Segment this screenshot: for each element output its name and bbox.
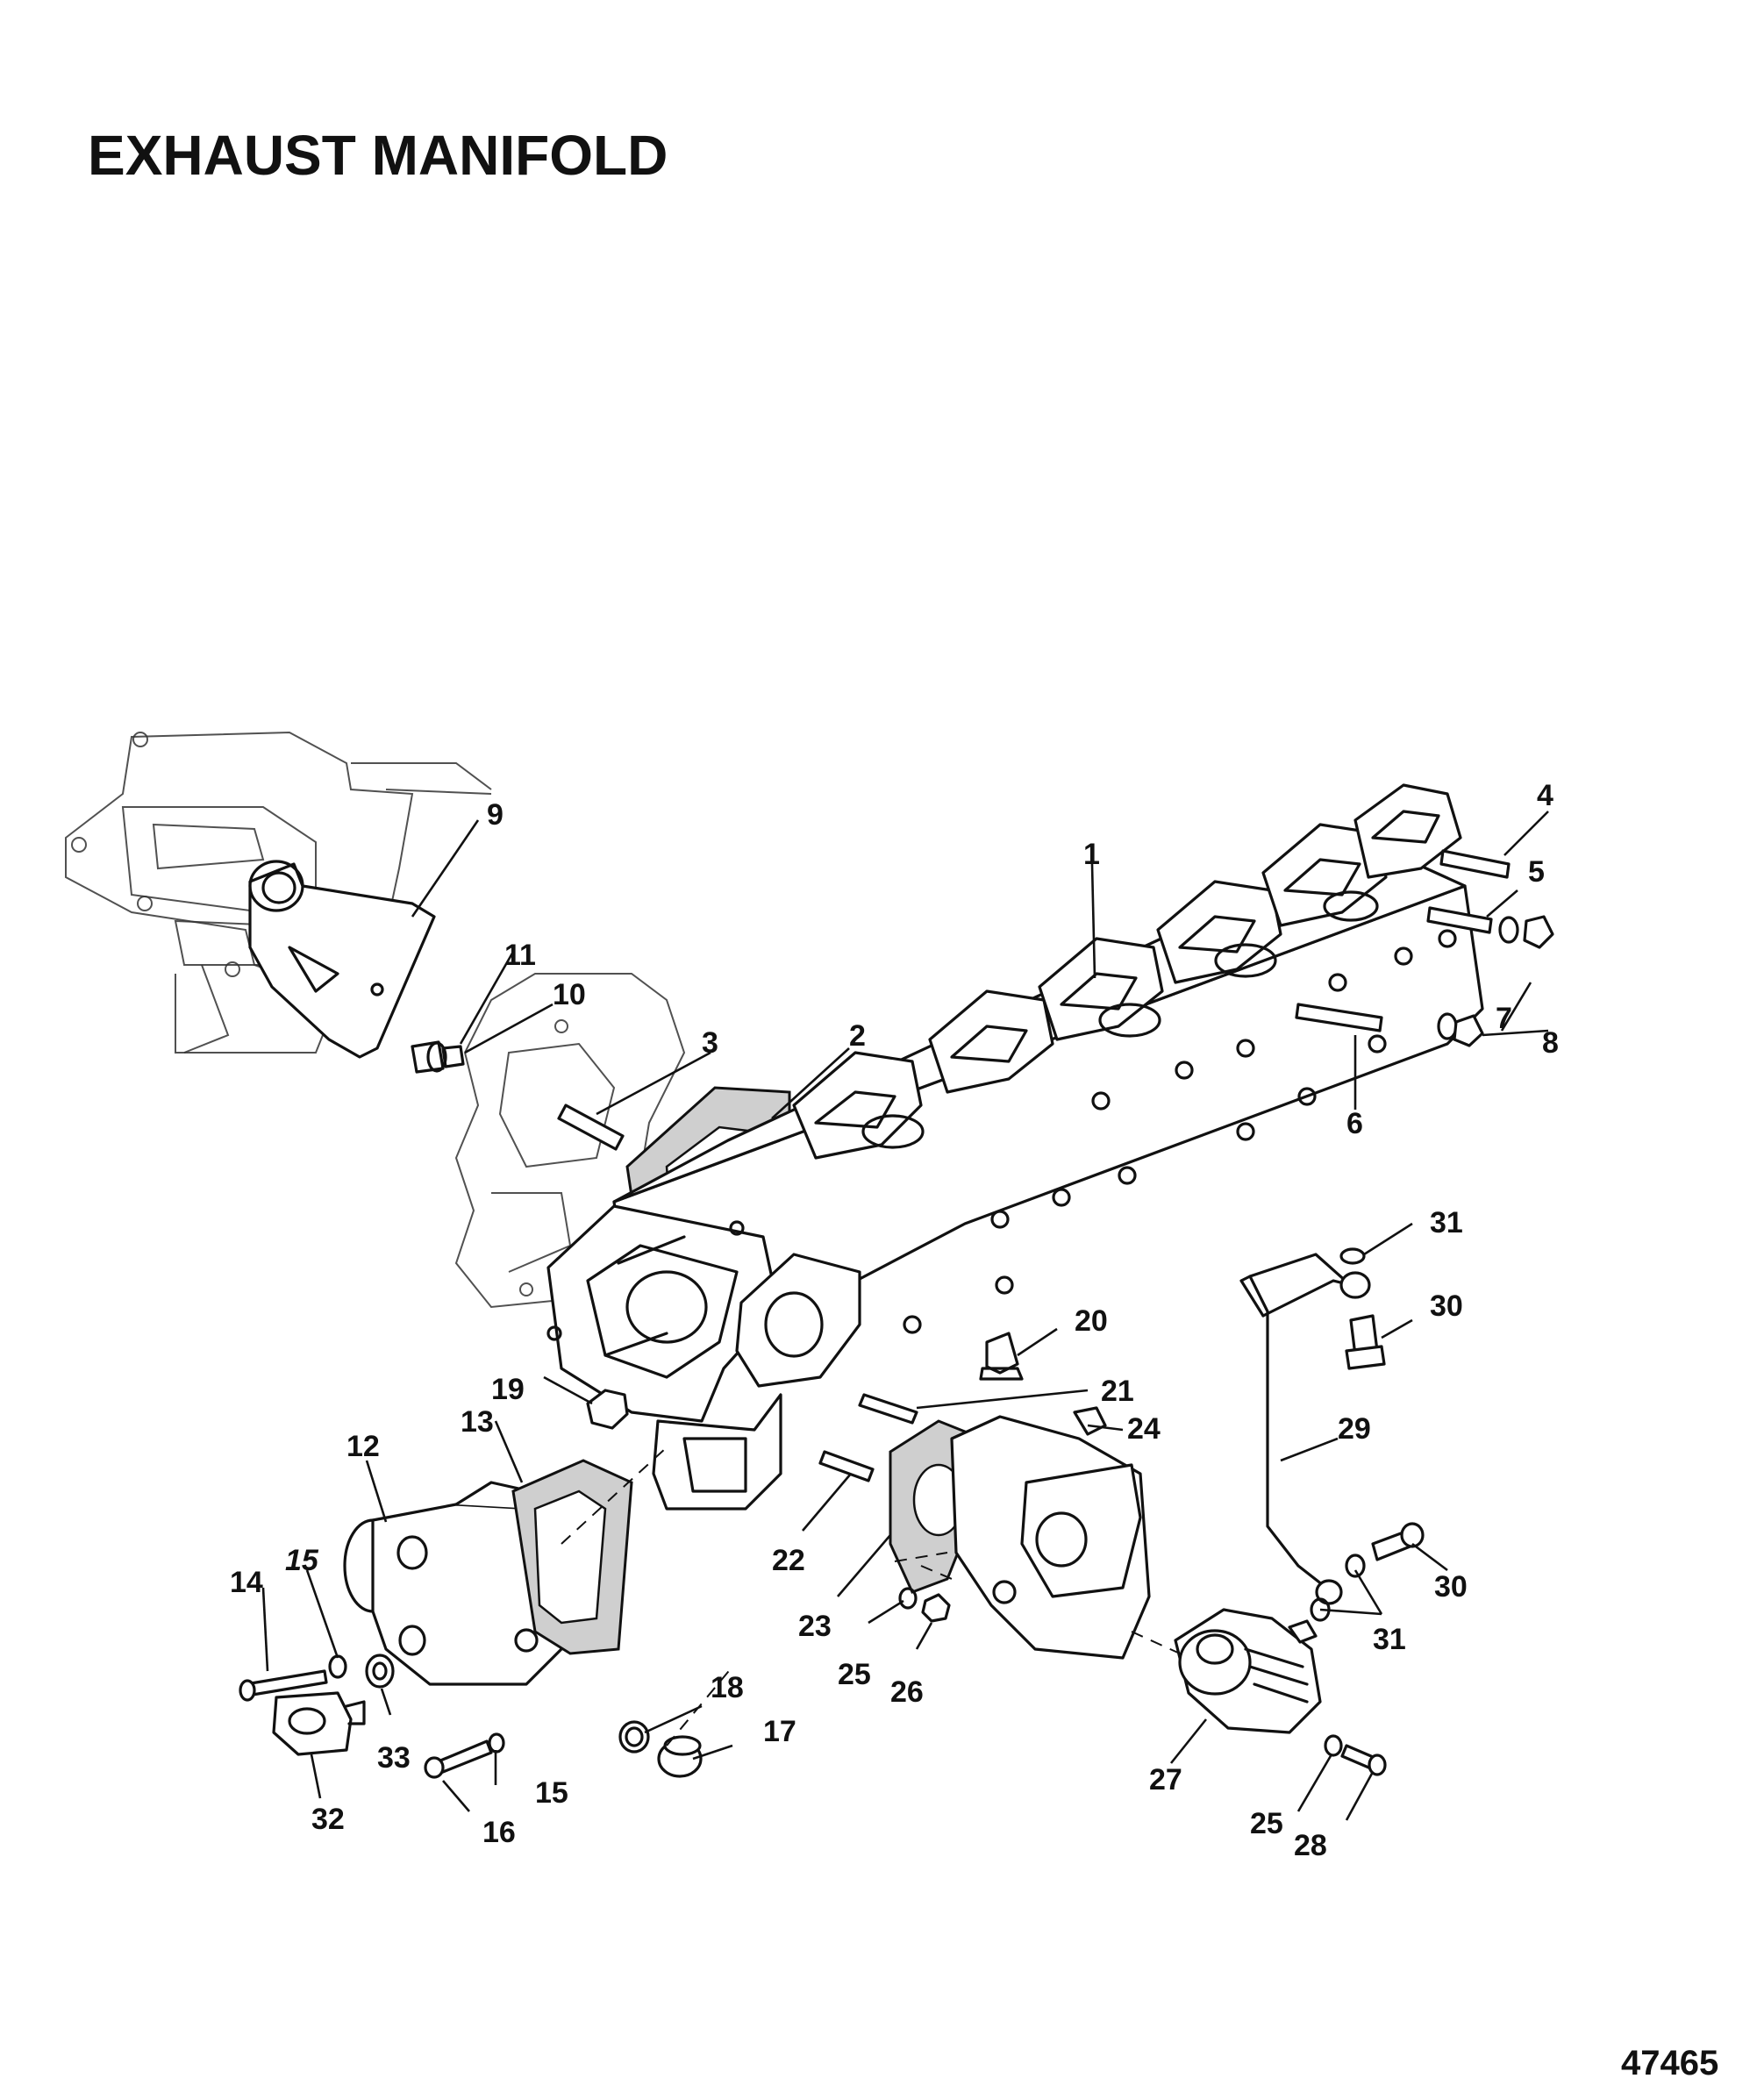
callout-5: 5	[1528, 855, 1545, 889]
part-17-plug	[657, 1735, 703, 1778]
callout-29: 29	[1338, 1412, 1371, 1446]
part-7-8-washers-nuts	[1437, 915, 1554, 1047]
callout-24: 24	[1127, 1412, 1161, 1446]
part-31-washer-a	[1339, 1247, 1366, 1265]
callout-11: 11	[504, 939, 536, 972]
manifold-end-flange	[546, 1204, 861, 1511]
part-18-o-ring	[618, 1720, 650, 1754]
callout-4: 4	[1537, 779, 1553, 812]
callout-26: 26	[890, 1675, 924, 1709]
callout-14: 14	[230, 1566, 263, 1599]
callout-31-b: 31	[1373, 1623, 1406, 1656]
part-13-gasket	[511, 1459, 633, 1655]
part-33-washer	[365, 1654, 395, 1689]
callout-23: 23	[798, 1610, 832, 1643]
callout-15-a: 15	[285, 1544, 319, 1577]
callout-3: 3	[702, 1026, 718, 1060]
callout-1: 1	[1083, 838, 1100, 871]
figure-number: 47465	[1621, 2044, 1719, 2082]
part-30-fitting-b	[1371, 1522, 1425, 1561]
callout-20: 20	[1075, 1304, 1108, 1338]
part-14-bolt	[239, 1669, 328, 1702]
part-25-washer-a	[898, 1587, 918, 1610]
part-3-stud	[557, 1104, 625, 1151]
part-25-washer-b	[1324, 1734, 1343, 1757]
callout-6: 6	[1346, 1107, 1363, 1140]
callout-13: 13	[461, 1405, 494, 1439]
callout-19: 19	[491, 1373, 525, 1406]
callout-21: 21	[1101, 1375, 1134, 1408]
part-32-sender	[272, 1691, 366, 1756]
callout-17: 17	[763, 1715, 796, 1748]
callout-10: 10	[553, 978, 586, 1011]
callout-27: 27	[1149, 1763, 1182, 1796]
callout-32: 32	[311, 1803, 345, 1836]
part-15-washer-b	[488, 1732, 505, 1754]
callout-7: 7	[1496, 1002, 1512, 1035]
part-16-bolt	[424, 1739, 493, 1779]
part-20-fitting	[979, 1332, 1024, 1381]
callout-9: 9	[487, 798, 504, 832]
callout-12: 12	[346, 1430, 380, 1463]
callout-28: 28	[1294, 1829, 1327, 1862]
part-21-stud	[858, 1393, 918, 1425]
callout-25-a: 25	[838, 1658, 871, 1691]
part-9-bracket	[248, 860, 436, 1059]
part-4-5-6-studs	[1295, 849, 1511, 1032]
callout-30-b: 30	[1434, 1570, 1468, 1604]
part-1-manifold-body	[612, 783, 1484, 1370]
callout-25-b: 25	[1250, 1807, 1283, 1840]
callout-15-b: 15	[535, 1776, 568, 1810]
callout-18: 18	[711, 1671, 744, 1704]
part-29-tube	[1239, 1253, 1371, 1605]
part-19-nut	[586, 1389, 629, 1430]
part-22-stud	[818, 1450, 875, 1482]
callout-31-a: 31	[1430, 1206, 1463, 1239]
part-12-thermostat-housing	[343, 1481, 563, 1686]
part-27-pump	[1174, 1608, 1322, 1734]
part-24-end-cover	[950, 1406, 1151, 1660]
part-26-nut	[921, 1593, 951, 1623]
diagram-title: EXHAUST MANIFOLD	[88, 124, 668, 187]
leader-lines	[261, 811, 1549, 1821]
callout-2: 2	[849, 1019, 866, 1053]
callout-16: 16	[482, 1816, 516, 1849]
callout-8: 8	[1542, 1026, 1559, 1060]
callout-30-a: 30	[1430, 1289, 1463, 1323]
callout-22: 22	[772, 1544, 805, 1577]
callout-33: 33	[377, 1741, 411, 1775]
part-28-bolt	[1340, 1744, 1387, 1776]
part-30-fitting-a	[1345, 1314, 1386, 1370]
callout-labels: 1 2 3 4 5 6 7 8 9 10 11 12 13 14 15 15 1…	[230, 779, 1559, 1862]
part-15-washer-a	[328, 1654, 347, 1679]
part-10-11-bolt-washer	[411, 1040, 465, 1074]
